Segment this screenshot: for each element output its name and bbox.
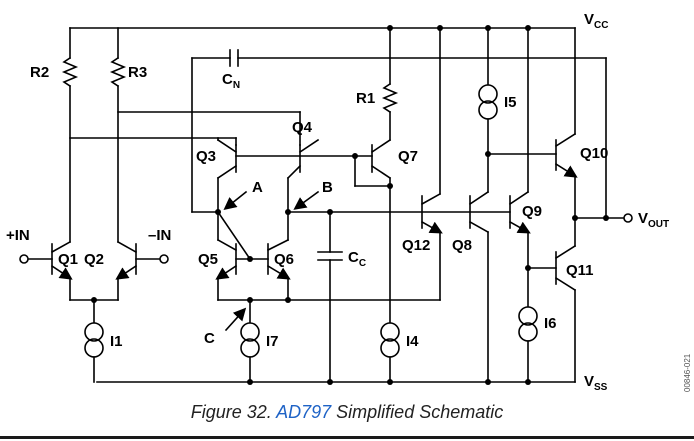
figure-caption: Figure 32. AD797 Simplified Schematic <box>191 402 504 422</box>
in-plus-label: +IN <box>6 227 30 244</box>
i7-label: I7 <box>266 333 279 350</box>
transistor-q12 <box>420 27 443 301</box>
q2-label: Q2 <box>84 251 104 268</box>
in-minus-label: –IN <box>148 227 171 244</box>
resistor-r3 <box>109 27 127 243</box>
node-b-label: B <box>322 179 333 196</box>
current-source-i7 <box>240 322 260 358</box>
q11-label: Q11 <box>566 262 594 279</box>
vout-label: VOUT <box>638 210 669 230</box>
transistor-q4 <box>286 138 320 213</box>
q6-label: Q6 <box>274 251 294 268</box>
i4-label: I4 <box>406 333 419 350</box>
current-source-i1 <box>84 322 104 358</box>
transistor-q6 <box>266 211 291 301</box>
i5-label: I5 <box>504 94 517 111</box>
resistor-r2 <box>61 27 79 243</box>
node-c-label: C <box>204 330 215 347</box>
node-c-arrow <box>224 307 247 332</box>
current-source-i4 <box>380 322 400 358</box>
i6-label: I6 <box>544 315 557 332</box>
q12-label: Q12 <box>402 237 430 254</box>
cn-label: CN <box>222 71 240 91</box>
q10-label: Q10 <box>580 145 608 162</box>
q5-label: Q5 <box>198 251 218 268</box>
transistor-q2 <box>115 240 169 301</box>
i1-label: I1 <box>110 333 123 350</box>
current-source-i6 <box>518 306 538 342</box>
transistor-q8 <box>468 190 490 383</box>
vss-label: VSS <box>584 373 608 393</box>
current-source-i5 <box>478 84 498 120</box>
transistor-q9 <box>508 190 531 269</box>
node-a-label: A <box>252 179 263 196</box>
q8-label: Q8 <box>452 237 472 254</box>
caption-rule <box>0 436 694 439</box>
q9-label: Q9 <box>522 203 542 220</box>
transistor-q1 <box>19 240 73 301</box>
figure-code: 00846-021 <box>683 353 692 392</box>
r2-label: R2 <box>30 64 49 81</box>
ad797-link[interactable]: AD797 <box>275 402 332 422</box>
cc-label: CC <box>348 249 366 269</box>
node-a-arrow <box>223 190 248 210</box>
r3-label: R3 <box>128 64 147 81</box>
node-b-arrow <box>293 190 320 210</box>
q3-label: Q3 <box>196 148 216 165</box>
output-terminal <box>623 213 633 223</box>
q4-label: Q4 <box>292 119 313 136</box>
q1-label: Q1 <box>58 251 78 268</box>
transistor-q5 <box>215 211 238 301</box>
capacitor-cc <box>317 211 343 383</box>
q7-label: Q7 <box>398 148 418 165</box>
r1-label: R1 <box>356 90 375 107</box>
transistor-q11 <box>554 217 577 383</box>
transistor-q10 <box>554 27 578 219</box>
vcc-label: VCC <box>584 11 608 31</box>
transistor-q3 <box>216 138 238 213</box>
transistor-q7 <box>370 138 392 323</box>
resistor-r1 <box>381 27 399 141</box>
